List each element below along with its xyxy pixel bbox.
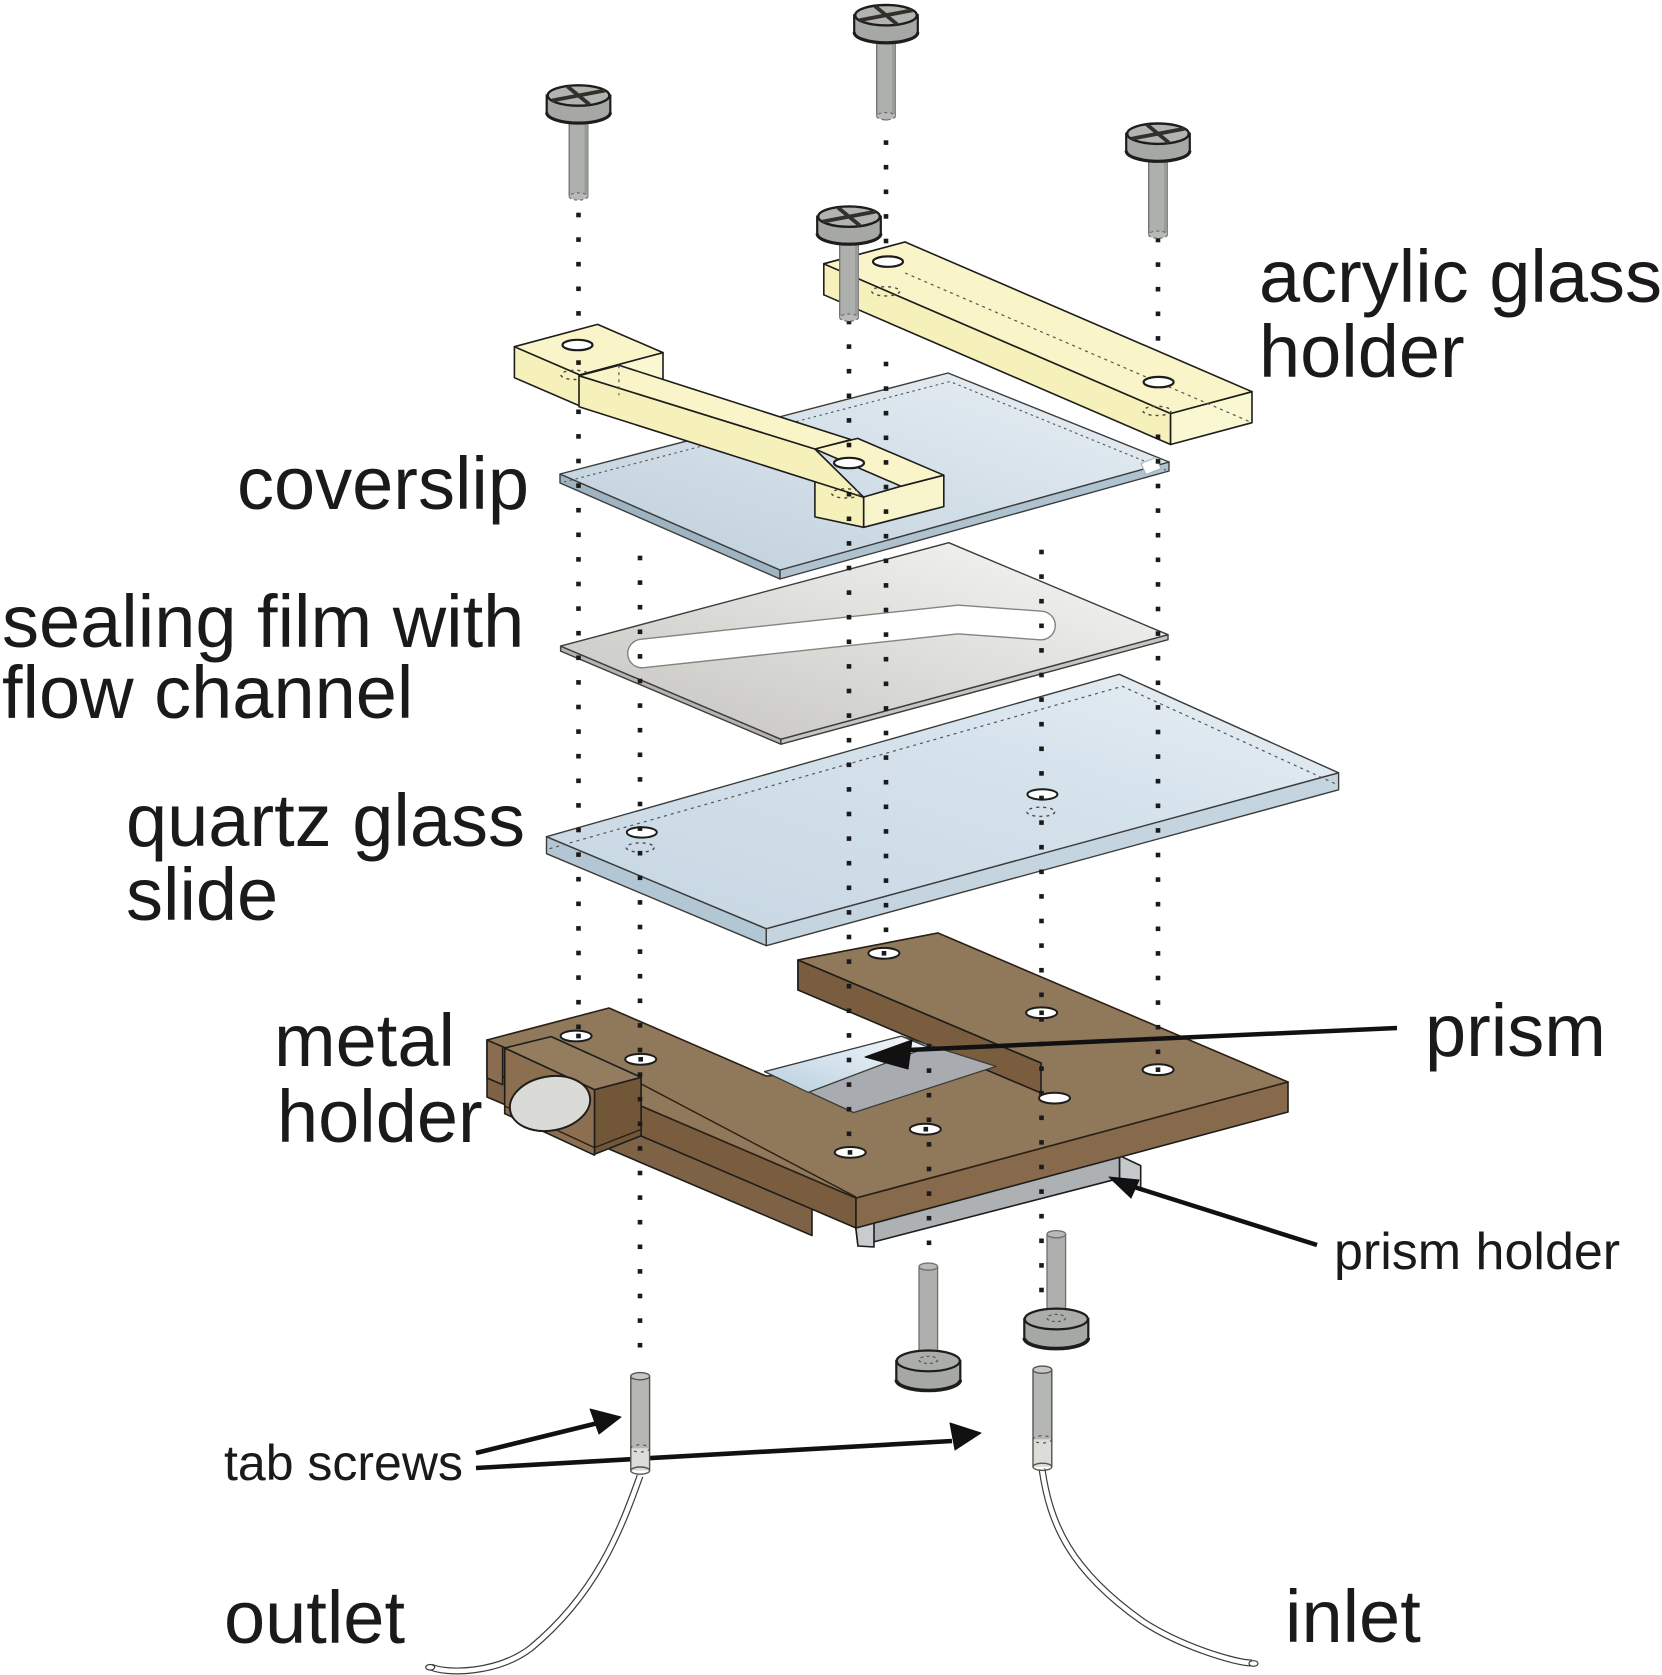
svg-text:prism: prism bbox=[1425, 989, 1606, 1072]
svg-text:metal: metal bbox=[274, 999, 455, 1082]
svg-text:holder: holder bbox=[277, 1075, 483, 1158]
svg-text:tab screws: tab screws bbox=[224, 1435, 463, 1491]
svg-text:coverslip: coverslip bbox=[237, 442, 529, 525]
svg-text:outlet: outlet bbox=[224, 1576, 405, 1659]
svg-text:quartz glass: quartz glass bbox=[126, 779, 525, 862]
svg-text:flow channel: flow channel bbox=[2, 651, 413, 734]
svg-text:sealing film with: sealing film with bbox=[2, 580, 524, 663]
svg-text:acrylic glass: acrylic glass bbox=[1259, 235, 1662, 318]
svg-text:holder: holder bbox=[1259, 310, 1465, 393]
svg-text:prism holder: prism holder bbox=[1334, 1223, 1620, 1281]
svg-text:slide: slide bbox=[126, 853, 278, 936]
svg-text:inlet: inlet bbox=[1285, 1575, 1421, 1658]
